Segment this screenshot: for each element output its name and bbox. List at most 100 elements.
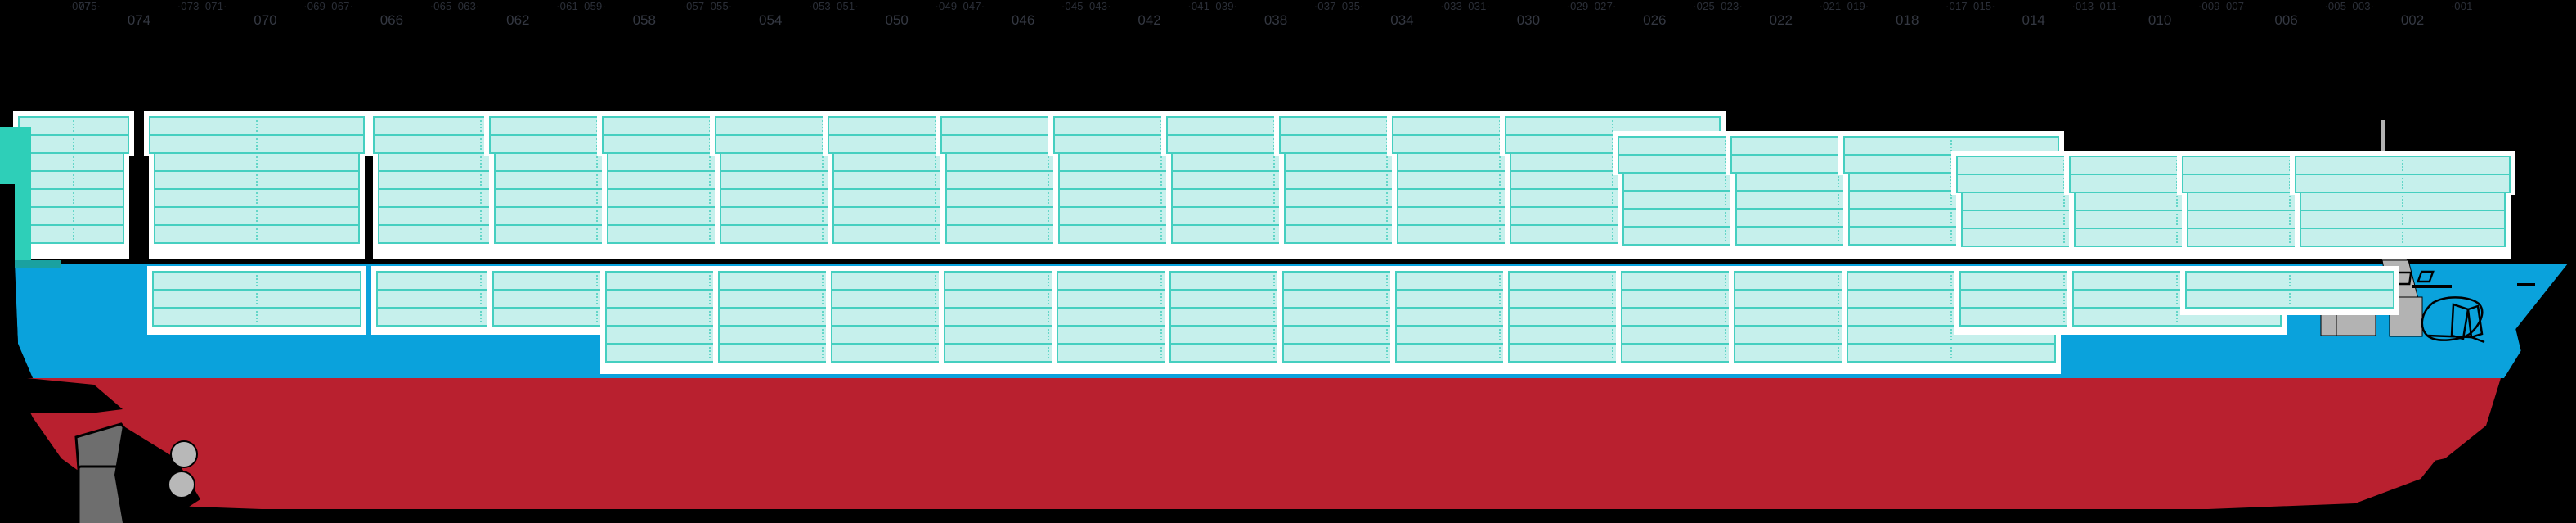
bay-even-label: 034: [1390, 12, 1414, 28]
bay-odd-label: 051·: [837, 0, 859, 12]
bay-odd-label: ·057: [682, 0, 705, 12]
bay-odd-label: 043·: [1088, 0, 1111, 12]
container-slot[interactable]: [2300, 210, 2506, 229]
bay-odd-label: ·073: [177, 0, 200, 12]
container-slot[interactable]: [2072, 307, 2282, 327]
bay-even-label: 042: [1138, 12, 1161, 28]
bay-odd-label: ·009: [2197, 0, 2220, 12]
bay-odd-label: 055·: [710, 0, 733, 12]
container-slot[interactable]: [154, 206, 360, 226]
container-slot[interactable]: [154, 224, 360, 244]
container-slot[interactable]: [23, 170, 124, 190]
bay-label-group: 055· ·053 054: [705, 0, 836, 29]
bay-even-label: 054: [759, 12, 783, 28]
hold-slot-grid: [152, 271, 361, 327]
bay-odd-label: 047·: [963, 0, 985, 12]
container-slot[interactable]: [23, 206, 124, 226]
bay-odd-label: ·033: [1440, 0, 1463, 12]
bay-074-hold-stack[interactable]: [147, 266, 366, 335]
container-slot[interactable]: [154, 170, 360, 190]
container-slot[interactable]: [18, 116, 129, 136]
bay-even-label: 070: [254, 12, 277, 28]
bay-odd-label: ·005: [2324, 0, 2347, 12]
propeller-hub-shadow: [114, 426, 200, 523]
bay-even-label: 062: [506, 12, 530, 28]
bay-even-label: 010: [2147, 12, 2172, 28]
bay-even-label: 014: [2022, 12, 2045, 28]
accommodation-block-lower: [15, 127, 31, 262]
bay-odd-label: 067·: [331, 0, 354, 12]
container-slot[interactable]: [1847, 343, 2056, 363]
container-slot[interactable]: [2185, 289, 2394, 309]
container-slot[interactable]: [23, 152, 124, 172]
bay-odd-label: ·017: [1945, 0, 1968, 12]
bay-odd-label: ·001: [2450, 0, 2473, 12]
bay-label-group: 071· ·069 070: [200, 0, 330, 29]
bay-label-group: 043· ·041 042: [1084, 0, 1215, 29]
container-slot[interactable]: [152, 271, 361, 291]
bay-label-group: 039· ·037 038: [1210, 0, 1341, 29]
container-slot[interactable]: [154, 188, 360, 208]
bay-odd-label: 015·: [1973, 0, 1995, 12]
bay-odd-label: 027·: [1594, 0, 1617, 12]
bay-even-label: 022: [1769, 12, 1793, 28]
hull-boottop: [16, 378, 2498, 509]
bay-074-deck-stack[interactable]: [144, 111, 370, 259]
container-slot[interactable]: [152, 289, 361, 309]
deck-slot-grid: [18, 116, 129, 244]
container-slot[interactable]: [154, 152, 360, 172]
bay-002-deck-stack[interactable]: [2290, 151, 2515, 259]
container-slot[interactable]: [23, 188, 124, 208]
container-slot[interactable]: [2295, 156, 2511, 175]
container-slot[interactable]: [2185, 271, 2394, 291]
bay-odd-label: 059·: [584, 0, 606, 12]
engine-casing: [15, 260, 61, 268]
bay-odd-label: ·077: [68, 0, 91, 12]
bay-006-hold-stack[interactable]: [2180, 266, 2399, 315]
bay-even-label: 038: [1263, 12, 1288, 28]
container-slot[interactable]: [18, 134, 129, 154]
container-slot[interactable]: [2300, 192, 2506, 211]
bow-rake-black: [2486, 264, 2576, 523]
container-slot[interactable]: [149, 116, 365, 136]
bay-odd-label: 011·: [2099, 0, 2121, 12]
bay-even-label: 018: [1896, 12, 1919, 28]
bay-odd-label: 063·: [457, 0, 480, 12]
bay-even-label: 066: [379, 12, 404, 28]
bay-074-deck-stack[interactable]: [13, 111, 134, 259]
deck-slot-grid: [149, 116, 365, 244]
propeller-hub: [170, 440, 198, 468]
container-slot[interactable]: [23, 224, 124, 244]
bay-odd-label: 023·: [1721, 0, 1743, 12]
bay-odd-label: 039·: [1215, 0, 1238, 12]
container-slot[interactable]: [152, 307, 361, 327]
container-slot[interactable]: [2300, 228, 2506, 247]
bay-even-label: 026: [1643, 12, 1667, 28]
bay-odd-label: ·041: [1187, 0, 1210, 12]
bay-odd-label: ·053: [809, 0, 831, 12]
container-slot[interactable]: [2295, 174, 2511, 193]
deck-slot-grid: [2295, 156, 2511, 247]
bay-odd-label: 031·: [1468, 0, 1491, 12]
bay-odd-label: 019·: [1847, 0, 1869, 12]
bay-odd-label: 007·: [2225, 0, 2248, 12]
propeller-blade-lower: [168, 471, 195, 498]
container-slot[interactable]: [149, 134, 365, 154]
bay-odd-label: 003·: [2352, 0, 2375, 12]
bay-018-hold-stack[interactable]: [1842, 266, 2061, 374]
bay-odd-label: 071·: [204, 0, 227, 12]
bay-odd-label: 075·: [79, 0, 101, 12]
bay-odd-label: ·037: [1313, 0, 1336, 12]
hold-slot-grid: [2185, 271, 2394, 309]
bay-odd-label: ·069: [303, 0, 326, 12]
